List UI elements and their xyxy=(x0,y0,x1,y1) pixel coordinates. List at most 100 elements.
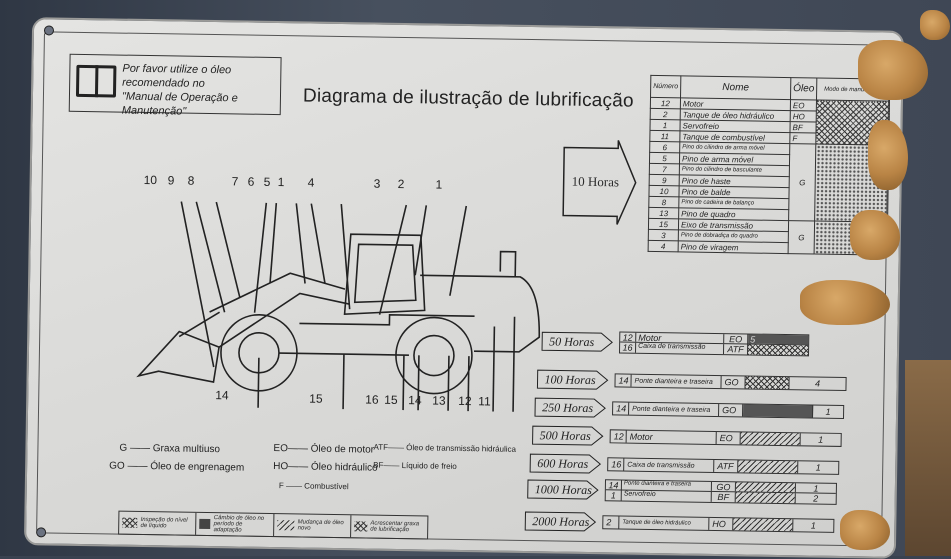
cell-number: 12 xyxy=(610,430,627,443)
key-inspect: Inspeção do nível de líquido xyxy=(119,511,197,535)
callout-number: 3 xyxy=(373,176,381,191)
callout-number: 8 xyxy=(187,173,195,188)
cell-number: 3 xyxy=(648,229,679,241)
cell-number: 6 xyxy=(649,141,680,153)
arrow-shape-icon xyxy=(534,397,606,418)
hours-10-arrow: 10 Horas xyxy=(561,138,638,227)
cell-oil: GO xyxy=(719,404,744,417)
cell-name: Servofreio xyxy=(621,490,712,502)
hours-10-label: 10 Horas xyxy=(571,173,620,190)
cell-mark: 1 xyxy=(810,520,816,531)
callout-number: 11 xyxy=(478,394,491,409)
schedule-label: 100 Horas xyxy=(544,371,596,387)
cell-number: 12 xyxy=(620,332,637,343)
arrow-shape-icon xyxy=(536,369,609,390)
cell-oil: EO xyxy=(716,431,741,445)
cell-oil: G xyxy=(788,220,815,254)
legend-engine-oil: EO—— Óleo de motor xyxy=(273,443,375,456)
legend-grease: G —— Graxa multiuso xyxy=(119,442,221,456)
col-header-name: Nome xyxy=(680,75,791,100)
cell-oil: GO xyxy=(721,376,746,389)
cell-stripe xyxy=(740,432,801,446)
cell-number: 14 xyxy=(613,402,630,415)
callout-number: 7 xyxy=(231,174,239,189)
cell-number: 1 xyxy=(649,119,681,131)
schedule-arrow: 1000 Horas xyxy=(527,477,599,502)
key-change-label: Câmbio de óleo no período de adaptação xyxy=(213,515,265,534)
cell-hatch xyxy=(745,376,790,390)
cross-swatch xyxy=(353,521,368,532)
legend-brake-fluid: BF—— Líquido de freio xyxy=(373,460,457,471)
cell-oil: ATF xyxy=(723,344,749,355)
key-inspect-label: Inspeção do nível de líquido xyxy=(140,516,188,530)
schedule-arrow: 100 Horas xyxy=(536,367,609,392)
cell-name: Tanque de óleo hidráulico xyxy=(619,516,710,530)
arrow-shape-icon xyxy=(529,453,602,474)
cell-name: Ponte dianteira e traseira xyxy=(629,402,720,417)
schedule-arrow: 600 Horas xyxy=(529,451,602,476)
cell-stripe xyxy=(738,460,799,474)
callout-number: 2 xyxy=(397,176,405,192)
cell-number: 16 xyxy=(620,342,637,353)
mud-stain xyxy=(920,10,950,40)
ground-background xyxy=(905,360,951,556)
cell-oil: G xyxy=(788,143,816,222)
cell-number: 1 xyxy=(605,490,622,501)
lubrication-plate: Por favor utilize o óleo recomendado no … xyxy=(23,17,905,559)
cell-number: 8 xyxy=(648,196,679,208)
maintenance-key: Inspeção do nível de líquido Câmbio de ó… xyxy=(118,510,429,540)
schedule-label: 50 Horas xyxy=(549,333,595,349)
manual-note-line2: "Manual de Operação e Manutenção" xyxy=(121,90,238,118)
cell-number: 13 xyxy=(648,207,679,219)
cell-mark: 1 xyxy=(818,434,824,445)
callout-number: 14 xyxy=(215,388,229,403)
manual-note-box: Por favor utilize o óleo recomendado no … xyxy=(68,53,282,118)
cell-number: 15 xyxy=(648,218,679,230)
schedule-label: 600 Horas xyxy=(537,455,589,471)
cell-number: 2 xyxy=(650,108,681,120)
cell-name: Motor xyxy=(636,332,725,343)
cell-number: 16 xyxy=(608,458,625,471)
callout-number: 13 xyxy=(432,393,446,408)
key-grease-label: Acrescentar graxa de lubrificação xyxy=(370,520,420,534)
cell-number: 9 xyxy=(649,174,680,186)
cell-number: 4 xyxy=(648,240,679,252)
callout-number: 5 xyxy=(263,174,271,189)
cell-oil: EO xyxy=(790,99,817,112)
cell-oil: GO xyxy=(711,481,736,492)
stripe-swatch xyxy=(276,520,295,531)
col-header-oil: Óleo xyxy=(790,77,817,101)
cell-name: Caixa de transmissão xyxy=(624,458,715,472)
legend-fuel: F —— Combustível xyxy=(278,481,349,492)
solid-swatch xyxy=(199,518,211,530)
mud-stain xyxy=(868,120,908,190)
schedule-arrow: 500 Horas xyxy=(532,423,604,448)
callout-number: 4 xyxy=(307,175,315,190)
callout-number: 16 xyxy=(365,392,379,407)
schedule-arrow: 50 Horas xyxy=(541,329,613,354)
cell-name: Motor xyxy=(626,430,717,444)
rivet xyxy=(43,25,55,36)
callout-number: 1 xyxy=(435,177,443,192)
cell-name: Caixa de transmissão xyxy=(636,342,725,355)
key-new-oil: Mudança de óleo novo xyxy=(273,514,352,538)
legend-gear-oil: GO —— Óleo de engrenagem xyxy=(109,460,245,474)
schedule-arrow: 2000 Horas xyxy=(524,509,597,534)
cell-number: 10 xyxy=(648,185,680,197)
cell-solid xyxy=(743,404,814,418)
callout-number: 10 xyxy=(143,172,158,188)
cell-number: 11 xyxy=(649,130,680,142)
arrow-shape-icon xyxy=(541,331,613,352)
cell-stripe xyxy=(735,492,796,504)
schedule-label: 2000 Horas xyxy=(532,513,590,529)
